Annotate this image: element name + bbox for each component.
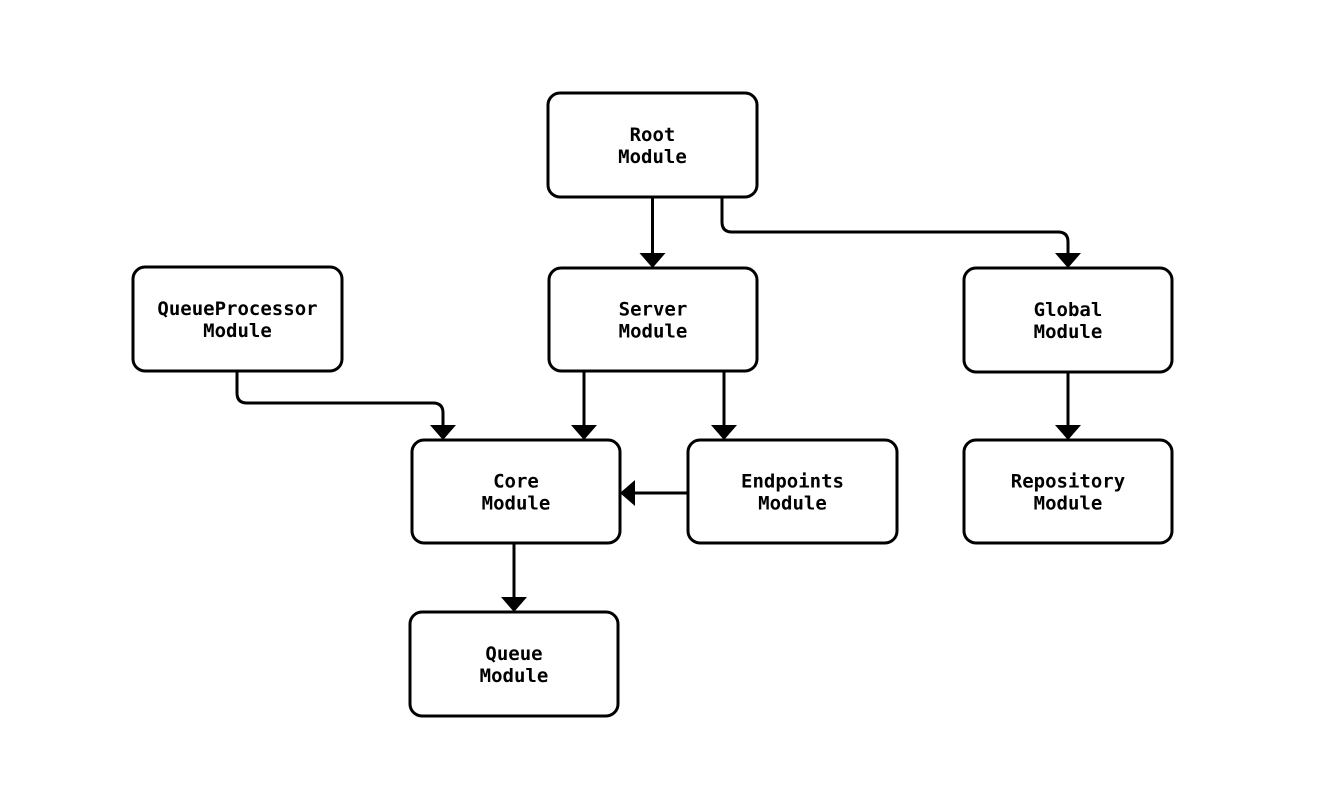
edge-root-module-to-global-module <box>720 197 1070 253</box>
arrowhead-root-module-to-global-module <box>1055 253 1081 268</box>
node-box-root-module <box>546 91 759 199</box>
arrowhead-queueprocessor-module-to-core-module <box>430 425 456 440</box>
node-box-queueprocessor-module <box>131 265 344 373</box>
edge-queueprocessor-module-to-core-module <box>235 371 445 425</box>
arrowhead-root-module-to-server-module <box>639 253 666 268</box>
arrowhead-endpoints-module-to-core-module <box>620 480 635 506</box>
node-box-server-module <box>547 266 759 373</box>
node-box-repository-module <box>962 438 1174 545</box>
node-box-global-module <box>962 266 1174 374</box>
node-box-queue-module <box>408 610 620 718</box>
arrowhead-server-module-to-core-module <box>571 425 597 440</box>
node-box-core-module <box>410 438 622 545</box>
node-box-endpoints-module <box>686 438 899 545</box>
arrowhead-global-module-to-repository-module <box>1055 425 1081 440</box>
arrowhead-server-module-to-endpoints-module <box>711 425 737 440</box>
arrowhead-core-module-to-queue-module <box>501 597 527 612</box>
